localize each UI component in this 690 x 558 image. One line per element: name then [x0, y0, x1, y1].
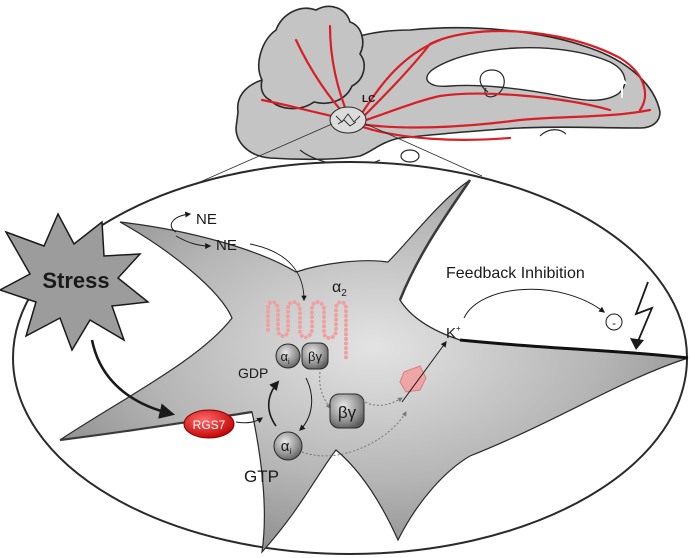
- cerebellum: [258, 5, 365, 110]
- starburst-shape: [0, 212, 150, 352]
- ne-second-label: NE: [216, 237, 237, 254]
- svg-text:βγ: βγ: [338, 403, 357, 422]
- svg-text:-: -: [612, 316, 616, 330]
- up-arrow-icon: [617, 76, 627, 98]
- k-plus-label: K+: [446, 324, 461, 342]
- feedback-inhibition-label: Feedback Inhibition: [446, 265, 585, 282]
- ne-top-label: NE: [196, 211, 217, 228]
- gtp-label: GTP: [244, 467, 279, 486]
- svg-text:αi: αi: [281, 438, 292, 456]
- minus-sign-icon: -: [605, 313, 623, 331]
- rgs7-label: RGS7: [193, 418, 226, 432]
- g-betagamma-free: βγ: [329, 393, 365, 429]
- svg-text:αi: αi: [280, 349, 290, 366]
- alpha2-receptor: [266, 300, 348, 362]
- magnified-view: [12, 161, 689, 555]
- g-alpha-gdp: αi: [275, 343, 301, 369]
- g-alpha-gtp: αi: [273, 431, 303, 461]
- girk-channel: [399, 365, 427, 393]
- ne-brain-label: NE: [596, 85, 613, 99]
- alpha2-label: α2: [332, 279, 347, 299]
- lc-label: LC: [362, 94, 375, 105]
- lightning-bolt-icon: [630, 281, 654, 350]
- ventricle: [426, 47, 626, 101]
- gdp-label: GDP: [238, 365, 268, 381]
- rgs7-protein: RGS7: [183, 409, 235, 439]
- stress-label: Stress: [42, 268, 109, 293]
- locus-coeruleus: [329, 106, 367, 134]
- svg-text:βγ: βγ: [308, 349, 322, 364]
- brain-section: LC NE: [235, 5, 661, 167]
- stress-burst: Stress: [0, 212, 150, 352]
- g-betagamma-bound: βγ: [301, 342, 329, 370]
